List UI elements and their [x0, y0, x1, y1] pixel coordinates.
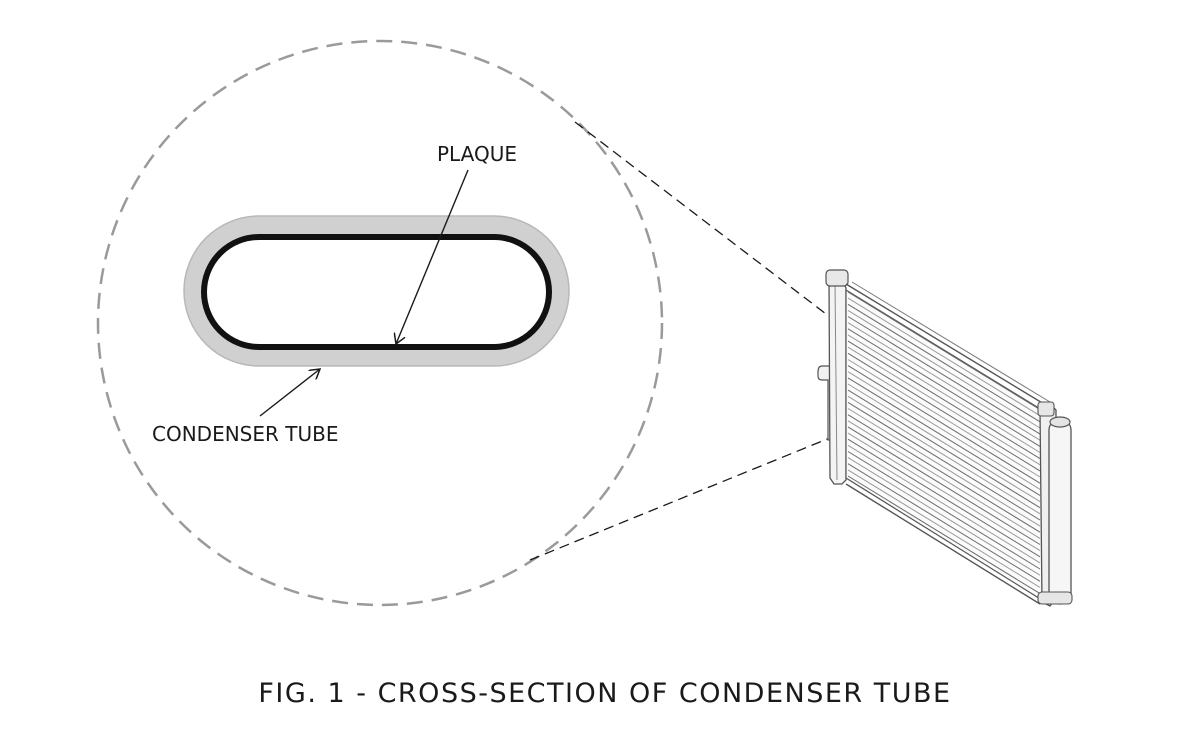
- condenser-fin-line: [847, 408, 1041, 527]
- condenser-fin-line: [847, 322, 1041, 441]
- condenser-fin-line: [847, 451, 1041, 570]
- tube-interior: [204, 237, 549, 347]
- condenser-fin-line: [847, 444, 1041, 564]
- condenser-fin-line: [847, 457, 1041, 576]
- condenser-fin-line: [847, 401, 1041, 521]
- plaque-layer: [201, 234, 552, 350]
- condenser-fin-line: [847, 352, 1041, 472]
- tube-cross-section: [183, 215, 570, 367]
- condenser-fin-line: [847, 469, 1041, 588]
- condenser-top-cap: [825, 269, 849, 287]
- condenser-tube-label: CONDENSER TUBE: [152, 422, 338, 446]
- condenser-core: [845, 288, 1043, 602]
- condenser-fin-line: [847, 389, 1041, 509]
- condenser-fin-line: [847, 309, 1041, 429]
- condenser-fin-line: [847, 395, 1041, 515]
- condenser-fin-line: [847, 463, 1041, 582]
- receiver-drier: [1048, 419, 1072, 605]
- plaque-label: PLAQUE: [437, 142, 517, 166]
- condenser-fin-line: [847, 426, 1041, 545]
- condenser-fin-line: [847, 377, 1041, 496]
- plaque-arrow: [396, 169, 469, 344]
- condenser-fin-line: [847, 420, 1041, 539]
- condenser-fins: [847, 291, 1041, 595]
- condenser-fin-line: [847, 316, 1041, 435]
- condenser-fin-line: [847, 328, 1041, 447]
- condenser-fin-line: [847, 475, 1041, 595]
- condenser-fin-line: [847, 432, 1041, 552]
- magnifier-circle: [96, 39, 664, 607]
- condenser-fin-line: [847, 383, 1041, 503]
- condenser-fin-line: [847, 414, 1041, 533]
- condenser-fin-line: [847, 303, 1041, 423]
- condenser-illustration: [817, 269, 1073, 607]
- condenser-tube-arrow: [259, 369, 320, 417]
- condenser-left-tank: [828, 279, 847, 485]
- condenser-fin-line: [847, 346, 1041, 466]
- condenser-fin-line: [847, 297, 1041, 417]
- condenser-fin-line: [847, 340, 1041, 460]
- condenser-fin-line: [847, 359, 1041, 478]
- condenser-fin-line: [847, 371, 1041, 490]
- condenser-fin-line: [847, 334, 1041, 453]
- figure-caption: FIG. 1 - CROSS-SECTION OF CONDENSER TUBE: [258, 678, 951, 709]
- condenser-fin-line: [847, 365, 1041, 484]
- condenser-fin-line: [847, 291, 1041, 411]
- condenser-fin-line: [847, 438, 1041, 558]
